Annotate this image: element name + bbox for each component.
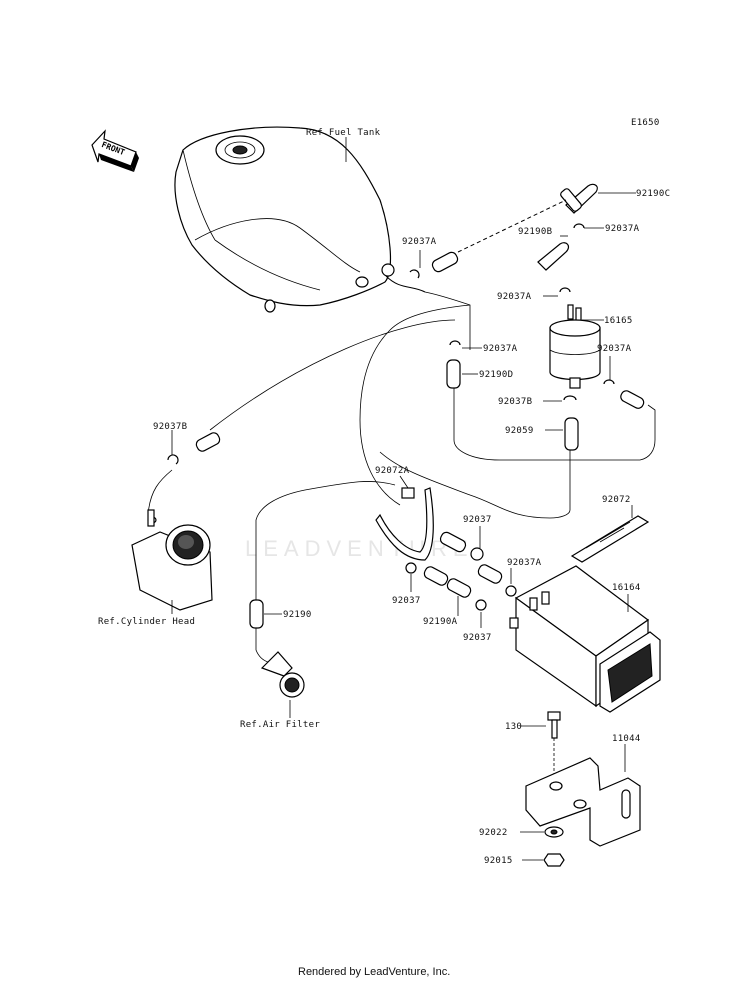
- bracket-11044: [525, 757, 641, 847]
- watermark: LEADVENTURE: [245, 536, 474, 561]
- clip-92037-bottom: [475, 599, 487, 611]
- clip-92037A-tank: [409, 269, 420, 279]
- clip-92037A-right: [603, 379, 615, 385]
- clip-92037B-right: [563, 395, 577, 401]
- label-16164: 16164: [612, 583, 641, 593]
- label-92190C: 92190C: [636, 189, 670, 199]
- label-92037B-left: 92037B: [153, 422, 187, 432]
- air-filter-fitting: [260, 651, 305, 698]
- label-92037A-right: 92037A: [597, 344, 632, 354]
- label-ref-cylinder-head: Ref.Cylinder Head: [98, 617, 195, 627]
- label-92037A-mid: 92037A: [497, 292, 532, 302]
- nut-92015: [543, 853, 565, 867]
- clip-92037A-top: [573, 223, 585, 229]
- label-92022: 92022: [479, 828, 508, 838]
- hose-short-tank: [431, 251, 459, 273]
- label-92037-left: 92037: [392, 596, 421, 606]
- hose-92190A: [446, 578, 472, 598]
- hose-92190C: [560, 183, 598, 214]
- fuel-tank: [174, 126, 426, 313]
- label-130: 130: [505, 722, 522, 732]
- clip-92037A-mid: [559, 287, 571, 293]
- fuel-filter-16165: [549, 304, 601, 389]
- hose-92190A-mid: [423, 566, 449, 586]
- label-92037-top: 92037: [463, 515, 492, 525]
- hose-92190B: [537, 242, 570, 271]
- hose-92190D: [446, 359, 461, 389]
- washer-92022: [544, 826, 564, 838]
- clip-92037A-canister: [505, 585, 517, 597]
- clip-92037A-left: [449, 340, 461, 346]
- label-92190B: 92190B: [518, 227, 552, 237]
- label-92037-bottom: 92037: [463, 633, 492, 643]
- strap-92072: [570, 515, 650, 563]
- label-16165: 16165: [604, 316, 633, 326]
- front-arrow-icon: FRONT: [91, 129, 139, 172]
- label-92059: 92059: [505, 426, 534, 436]
- clip-92037B-left: [167, 454, 179, 465]
- canister-16164: [509, 565, 661, 713]
- hose-92190A-right: [477, 564, 503, 584]
- bolt-130: [547, 711, 561, 739]
- label-92037A-canister: 92037A: [507, 558, 542, 568]
- hose-short-left: [195, 432, 221, 452]
- hose-92190A-top: [439, 531, 467, 553]
- label-92037B-right: 92037B: [498, 397, 532, 407]
- label-92190: 92190: [283, 610, 312, 620]
- diagram-code: E1650: [631, 118, 660, 128]
- label-92037A-top: 92037A: [605, 224, 640, 234]
- footer-credit: Rendered by LeadVenture, Inc.: [298, 966, 450, 978]
- clip-92037-top: [470, 547, 484, 561]
- hose-92059: [564, 417, 579, 451]
- label-92190A: 92190A: [423, 617, 458, 627]
- label-ref-fuel-tank: Ref.Fuel Tank: [306, 128, 381, 138]
- label-92037A-tank: 92037A: [402, 237, 437, 247]
- hose-short-right: [620, 390, 645, 409]
- label-ref-air-filter: Ref.Air Filter: [240, 720, 320, 730]
- label-92037A-left: 92037A: [483, 344, 518, 354]
- label-92072A: 92072A: [375, 466, 410, 476]
- label-11044: 11044: [612, 734, 641, 744]
- cylinder-head-fitting: [131, 509, 213, 611]
- label-92015: 92015: [484, 856, 513, 866]
- label-92190D: 92190D: [479, 370, 513, 380]
- hose-92190: [249, 599, 264, 629]
- clip-92037-left: [405, 562, 417, 574]
- label-92072: 92072: [602, 495, 631, 505]
